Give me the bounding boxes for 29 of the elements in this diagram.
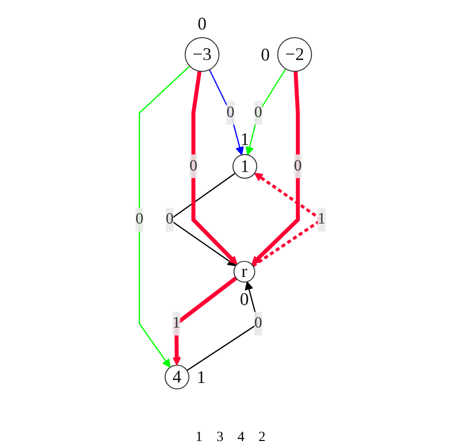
node-circle: 1: [232, 154, 258, 179]
node-value: 1: [240, 129, 250, 150]
arrow: [138, 66, 190, 368]
edge-label: 0: [135, 208, 144, 232]
node-value: 0: [260, 44, 270, 64]
edge-label: 0: [226, 101, 234, 125]
edge-label: 1: [318, 208, 326, 232]
arrow: [245, 68, 286, 156]
node-circle: 4: [164, 364, 190, 390]
arrow: [251, 71, 300, 265]
edge-number: 4: [238, 430, 244, 446]
arrow: [208, 69, 244, 156]
node-circle: r: [233, 260, 256, 283]
edge-label: 0: [166, 208, 174, 232]
node-circle: −3: [184, 37, 220, 72]
node-value: 1: [196, 367, 206, 387]
edge-label: 0: [254, 101, 262, 125]
arrow: [191, 70, 238, 265]
edge-label: 0: [294, 154, 302, 178]
node-value: 0: [240, 288, 249, 309]
edge-number: 1: [196, 430, 202, 446]
edge-label: 1: [172, 312, 180, 336]
arrow: [172, 276, 238, 366]
edge-number: 3: [216, 430, 224, 446]
node-circle: −2: [277, 37, 312, 72]
edge-label: 0: [189, 154, 198, 178]
edge-label: 0: [254, 312, 262, 336]
edge-number: 2: [258, 430, 266, 446]
node-value: 0: [198, 14, 207, 34]
